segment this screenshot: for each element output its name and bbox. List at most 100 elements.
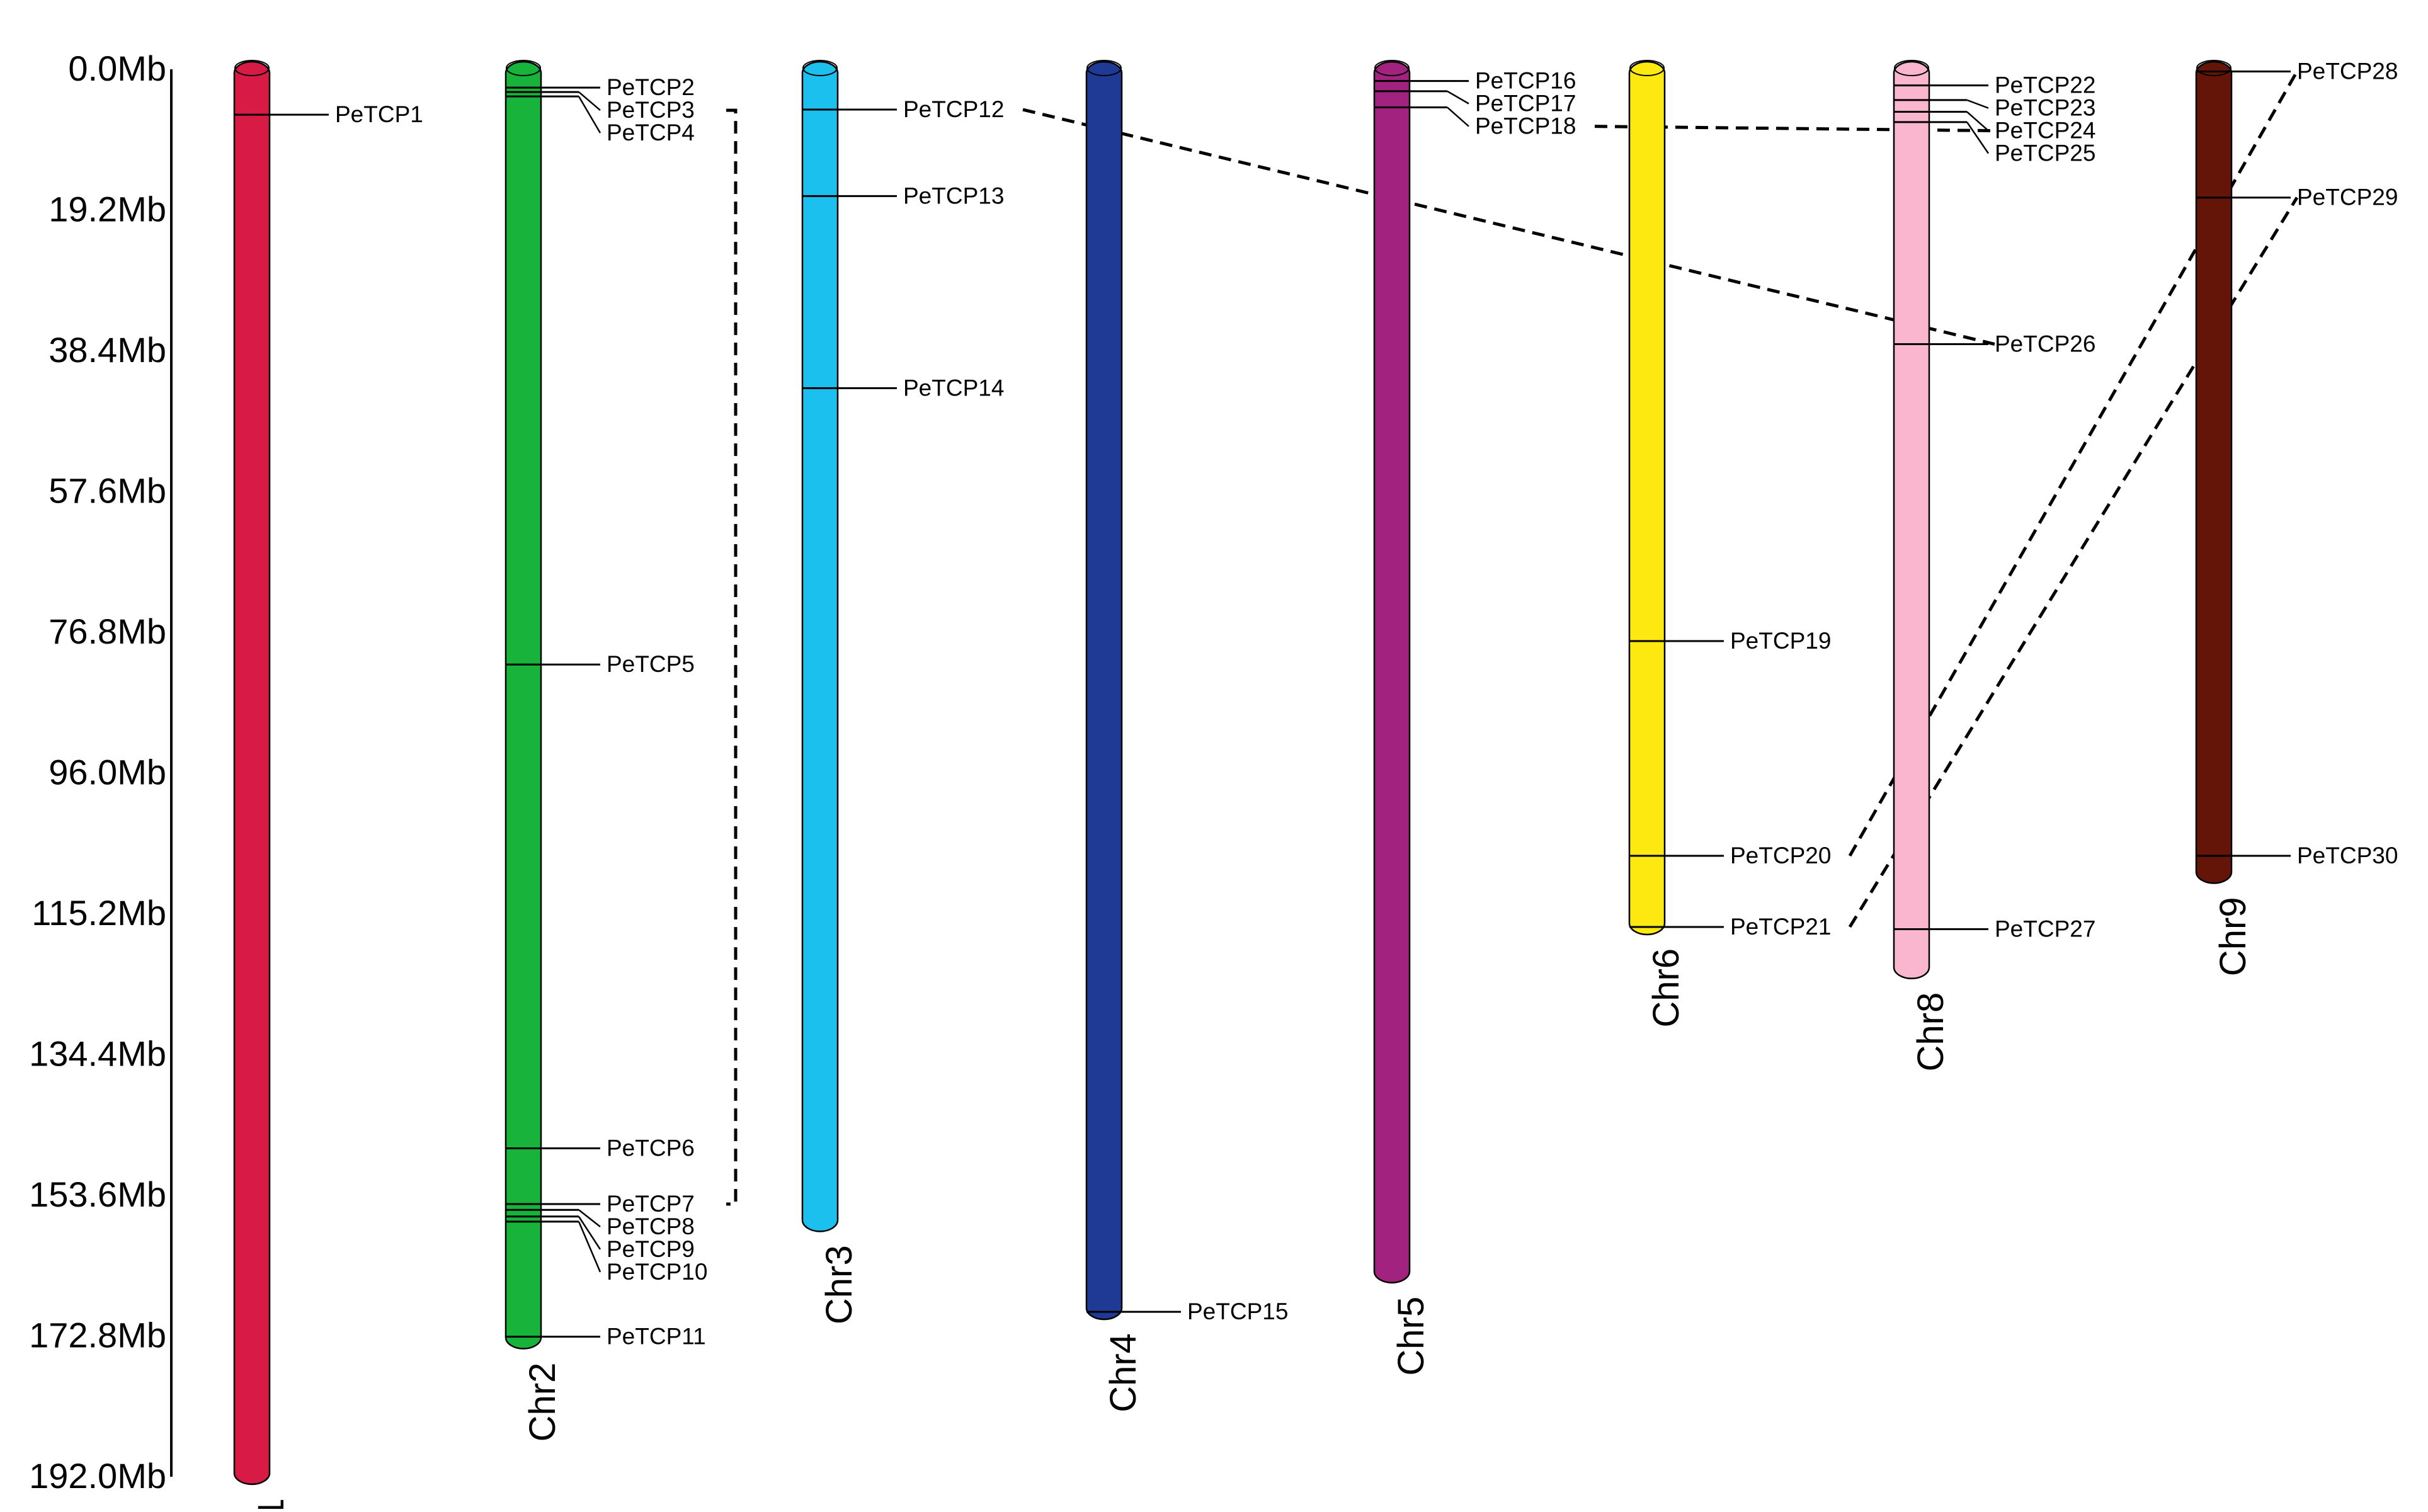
chromosome-body xyxy=(2195,60,2233,884)
gene-label: PeTCP28 xyxy=(2297,58,2398,84)
gene-label: PeTCP6 xyxy=(607,1135,695,1161)
gene-marker-petcp23: PeTCP23 xyxy=(1894,95,2095,121)
gene-leader xyxy=(578,1216,601,1250)
chromosome-label: Chr3 xyxy=(819,1245,860,1324)
chromosome-cap xyxy=(506,60,541,76)
gene-label: PeTCP18 xyxy=(1475,113,1576,139)
gene-marker-petcp2: PeTCP2 xyxy=(506,74,695,100)
axis-tick-label: 172.8Mb xyxy=(29,1316,166,1355)
axis-tick-label: 96.0Mb xyxy=(48,753,166,792)
gene-marker-petcp8: PeTCP8 xyxy=(506,1208,695,1239)
gene-marker-petcp9: PeTCP9 xyxy=(506,1215,695,1262)
gene-leader xyxy=(578,1209,601,1227)
axis-tick-label: 0.0Mb xyxy=(68,48,166,88)
gene-marker-petcp16: PeTCP16 xyxy=(1374,68,1576,94)
gene-label: PeTCP3 xyxy=(607,97,695,123)
chromosome-label: Chr6 xyxy=(1646,948,1687,1028)
chromosome-cap xyxy=(1374,60,1410,76)
gene-marker-petcp5: PeTCP5 xyxy=(506,651,695,677)
chromosome-cap xyxy=(802,60,838,76)
chromosome-label: Chr5 xyxy=(1391,1297,1432,1376)
axis-tick-label: 115.2Mb xyxy=(31,893,166,933)
gene-leader xyxy=(1966,122,1990,154)
gene-marker-petcp28: PeTCP28 xyxy=(2196,58,2398,84)
gene-marker-petcp20: PeTCP20 xyxy=(1629,843,1831,868)
chromosome-chr3: Chr3 xyxy=(801,60,860,1324)
axis-tick-label: 192.0Mb xyxy=(29,1456,166,1496)
gene-leader xyxy=(578,1221,601,1273)
chromosome-body xyxy=(1893,60,1930,980)
gene-marker-petcp4: PeTCP4 xyxy=(506,95,695,145)
gene-label: PeTCP5 xyxy=(607,651,695,677)
chromosome-cap xyxy=(234,60,270,76)
gene-leader xyxy=(1966,111,1989,132)
gene-label: PeTCP16 xyxy=(1475,68,1576,94)
chromosome-chr8: Chr8 xyxy=(1893,60,1951,1072)
chromosome-chr1: Chr1 xyxy=(233,60,292,1512)
gene-label: PeTCP9 xyxy=(607,1236,695,1262)
gene-label: PeTCP7 xyxy=(607,1191,695,1217)
axis-tick-label: 134.4Mb xyxy=(29,1034,166,1074)
chromosome-label: Chr2 xyxy=(522,1363,563,1442)
chromosome-cap xyxy=(1629,60,1665,76)
gene-marker-petcp30: PeTCP30 xyxy=(2196,843,2398,868)
chromosome-chr4: Chr4 xyxy=(1085,60,1144,1413)
gene-label: PeTCP10 xyxy=(607,1259,707,1285)
duplication-link-petcp3-petcp7 xyxy=(726,108,738,1206)
chromosome-chr6: Chr6 xyxy=(1628,60,1687,1028)
gene-marker-petcp12: PeTCP12 xyxy=(802,96,1004,122)
gene-label: PeTCP17 xyxy=(1475,91,1576,117)
duplication-link-petcp12-petcp26 xyxy=(1022,108,1995,346)
gene-label: PeTCP2 xyxy=(607,74,695,100)
gene-label: PeTCP4 xyxy=(607,120,695,145)
gene-label: PeTCP26 xyxy=(1995,331,2095,357)
chromosome-cap xyxy=(2196,60,2231,76)
chromosome-chr2: Chr2 xyxy=(504,60,563,1442)
gene-marker-petcp13: PeTCP13 xyxy=(802,183,1004,208)
gene-marker-petcp7: PeTCP7 xyxy=(506,1191,695,1217)
gene-label: PeTCP29 xyxy=(2297,185,2398,210)
gene-leader xyxy=(578,91,601,111)
gene-label: PeTCP11 xyxy=(607,1324,706,1350)
axis-tick-label: 38.4Mb xyxy=(48,330,166,370)
gene-marker-petcp25: PeTCP25 xyxy=(1894,121,2095,166)
gene-label: PeTCP14 xyxy=(903,375,1004,401)
chromosome-cap xyxy=(1894,60,1929,76)
chromosome-chr9: Chr9 xyxy=(2195,60,2254,976)
axis-tick-label: 19.2Mb xyxy=(48,190,166,229)
chromosome-body xyxy=(1085,60,1123,1321)
gene-label: PeTCP21 xyxy=(1730,914,1831,940)
chromosome-body xyxy=(233,60,271,1486)
gene-marker-petcp26: PeTCP26 xyxy=(1894,331,2095,357)
gene-marker-petcp22: PeTCP22 xyxy=(1894,72,2095,98)
gene-marker-petcp29: PeTCP29 xyxy=(2196,185,2398,210)
gene-marker-petcp6: PeTCP6 xyxy=(506,1135,695,1161)
gene-label: PeTCP12 xyxy=(903,96,1004,122)
chromosome-body xyxy=(504,60,542,1350)
chromosome-body xyxy=(1373,60,1411,1284)
gene-marker-petcp19: PeTCP19 xyxy=(1629,628,1831,654)
chromosome-chr5: Chr5 xyxy=(1373,60,1432,1376)
gene-markers: PeTCP1PeTCP2PeTCP3PeTCP4PeTCP5PeTCP6PeTC… xyxy=(234,58,2398,1350)
gene-marker-petcp17: PeTCP17 xyxy=(1374,90,1576,117)
axis-tick-label: 57.6Mb xyxy=(48,471,166,511)
gene-label: PeTCP8 xyxy=(607,1214,695,1239)
gene-marker-petcp1: PeTCP1 xyxy=(234,101,423,127)
gene-marker-petcp10: PeTCP10 xyxy=(506,1220,707,1285)
gene-marker-petcp3: PeTCP3 xyxy=(506,91,695,123)
gene-label: PeTCP1 xyxy=(335,101,423,127)
gene-leader xyxy=(578,96,601,134)
gene-marker-petcp18: PeTCP18 xyxy=(1374,106,1576,139)
gene-label: PeTCP19 xyxy=(1730,628,1831,654)
gene-marker-petcp15: PeTCP15 xyxy=(1086,1299,1288,1324)
gene-marker-petcp14: PeTCP14 xyxy=(802,375,1004,401)
gene-marker-petcp24: PeTCP24 xyxy=(1894,111,2095,144)
gene-label: PeTCP20 xyxy=(1730,843,1831,868)
gene-marker-petcp21: PeTCP21 xyxy=(1629,914,1831,940)
gene-label: PeTCP23 xyxy=(1995,95,2095,121)
gene-label: PeTCP15 xyxy=(1187,1299,1288,1324)
gene-label: PeTCP27 xyxy=(1995,916,2095,941)
gene-label: PeTCP25 xyxy=(1995,140,2095,166)
